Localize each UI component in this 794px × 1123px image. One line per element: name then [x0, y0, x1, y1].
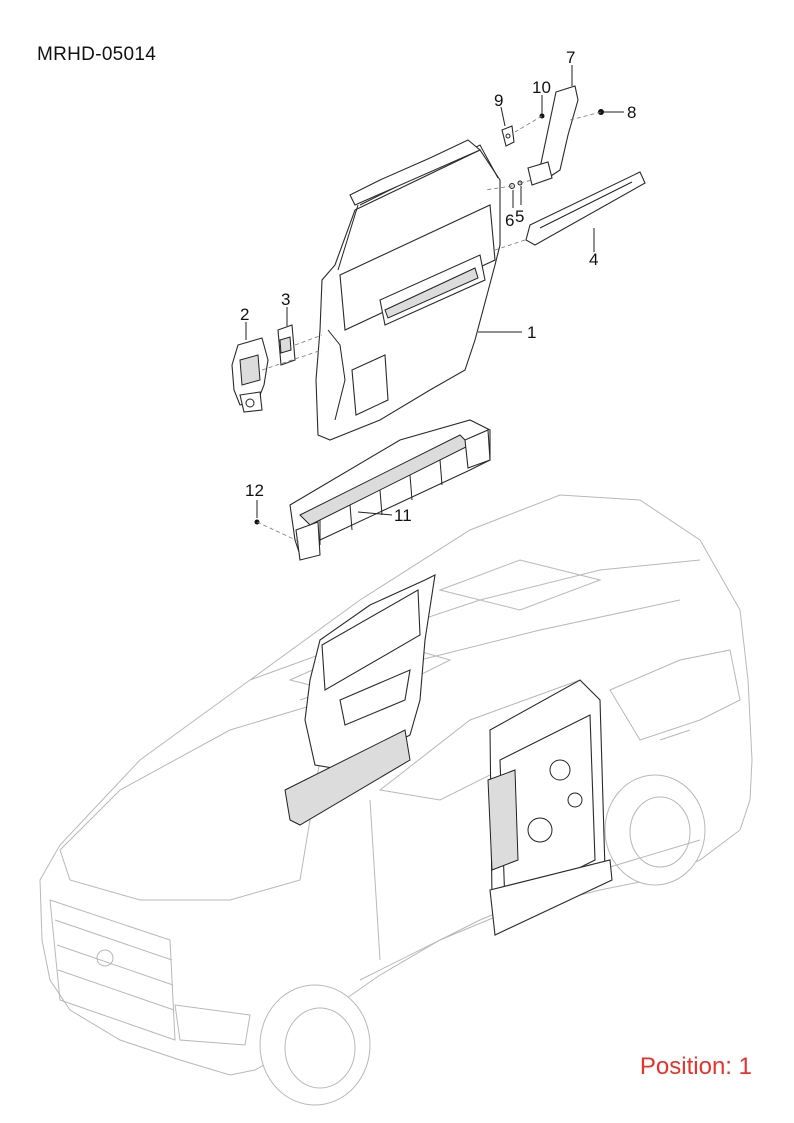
part-9-clip [501, 125, 515, 147]
callout-5: 5 [515, 207, 524, 226]
callout-6: 6 [505, 211, 514, 230]
vehicle-door-frame [487, 679, 613, 936]
leader-lines [245, 65, 624, 518]
callout-10: 10 [532, 78, 551, 97]
callout-2: 2 [240, 305, 249, 324]
diagram-code: MRHD-05014 [37, 44, 157, 65]
callout-9: 9 [494, 91, 503, 110]
part-1-upper-trim [337, 139, 482, 271]
part-4-garnish-strip [525, 171, 646, 246]
assembly-guide-lines [256, 111, 602, 543]
callout-11: 11 [394, 506, 412, 525]
callout-3: 3 [281, 290, 290, 309]
vehicle-outline [39, 494, 753, 1106]
position-label: Position: 1 [639, 1053, 752, 1080]
part-1-door-trim-panel [315, 144, 501, 441]
callout-4: 4 [589, 250, 598, 269]
callout-12: 12 [245, 481, 264, 500]
part-11-lower-trim-rail [289, 419, 491, 561]
callout-7: 7 [566, 48, 575, 67]
vehicle-door-trim-inset [284, 574, 436, 826]
part-2-bracket [231, 337, 269, 413]
callout-1: 1 [527, 323, 536, 342]
part-7-vertical-trim [527, 85, 579, 186]
part-3-switch-bezel [277, 324, 296, 366]
callout-8: 8 [627, 103, 636, 122]
callout-labels: 1 2 3 4 5 6 7 8 9 10 11 12 [240, 48, 636, 525]
